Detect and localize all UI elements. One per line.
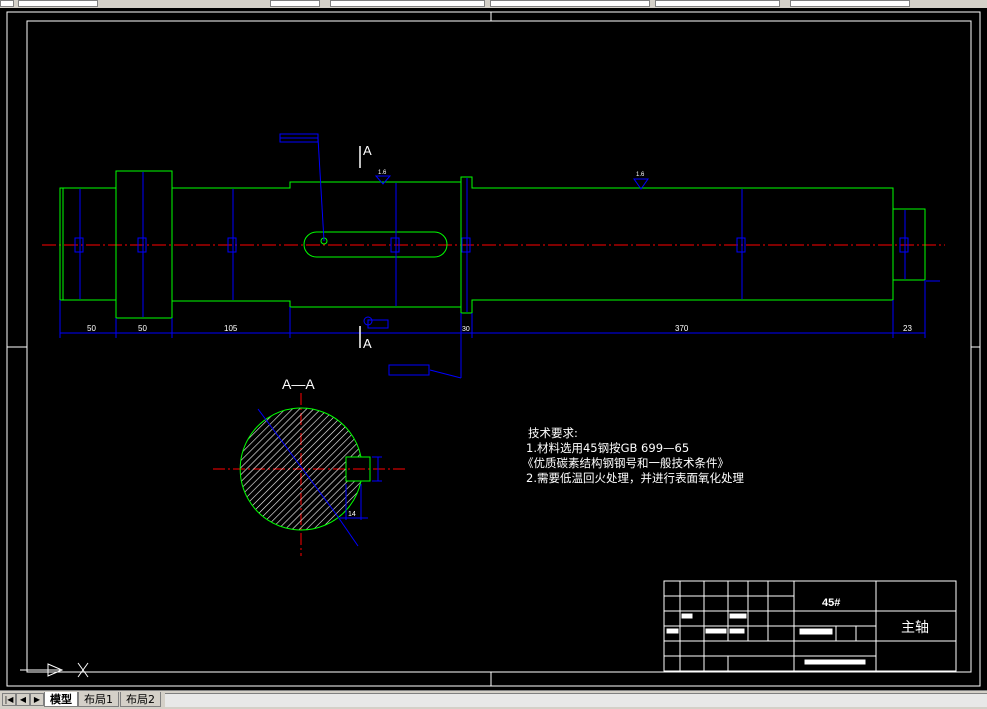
section-label-top: A [363, 143, 372, 158]
plotstyle-dropdown[interactable] [655, 0, 780, 7]
dim-23: 23 [903, 324, 912, 333]
ucs-icon [20, 662, 89, 678]
tech-requirements-line3: 2.需要低温回火处理，并进行表面氧化处理 [526, 471, 744, 485]
horizontal-scrollbar[interactable] [165, 693, 987, 707]
length-dimensions [59, 133, 940, 379]
sheet-frame [6, 11, 981, 687]
roughness-label-1: 1.6 [636, 172, 645, 178]
lineweight-dropdown[interactable] [490, 0, 650, 7]
section-view-title: A—A [282, 376, 315, 392]
color-dropdown[interactable] [790, 0, 910, 7]
title-block [663, 580, 957, 672]
toolbar-icons[interactable] [270, 0, 320, 7]
tech-requirements-title: 技术要求: [528, 426, 578, 440]
section-view [213, 393, 406, 556]
dim-50-b: 50 [138, 324, 147, 333]
dim-105: 105 [224, 324, 238, 333]
toolbar-button[interactable] [0, 0, 14, 7]
drawing-canvas[interactable]: 50 50 105 30 370 23 1.6 1.6 A A A—A 14 [0, 8, 987, 690]
key-dim-label: 14 [348, 511, 356, 518]
prev-tab-button[interactable]: ◀ [16, 693, 30, 706]
section-label-bottom: A [363, 336, 372, 351]
linetype-dropdown[interactable] [330, 0, 485, 7]
dim-50-a: 50 [87, 324, 96, 333]
title-block-material: 45# [822, 597, 840, 609]
tech-requirements-line1: 1.材料选用45钢按GB 699—65 [526, 441, 690, 455]
next-tab-button[interactable]: ▶ [30, 693, 44, 706]
diameter-dimensions [74, 172, 909, 317]
tech-requirements-line2: 《优质碳素结构钢钢号和一般技术条件》 [522, 456, 729, 470]
roughness-label-2: 1.6 [378, 170, 387, 176]
dim-370: 370 [675, 324, 689, 333]
dim-30: 30 [462, 326, 470, 333]
layout-tab-bar: |◀ ◀ ▶ 模型 布局1 布局2 [0, 690, 987, 709]
first-tab-button[interactable]: |◀ [2, 693, 16, 706]
tab-model[interactable]: 模型 [44, 692, 78, 707]
title-block-part-name: 主轴 [901, 620, 929, 636]
tab-layout2[interactable]: 布局2 [120, 692, 161, 707]
layer-dropdown[interactable] [18, 0, 98, 7]
tab-layout1[interactable]: 布局1 [78, 692, 119, 707]
